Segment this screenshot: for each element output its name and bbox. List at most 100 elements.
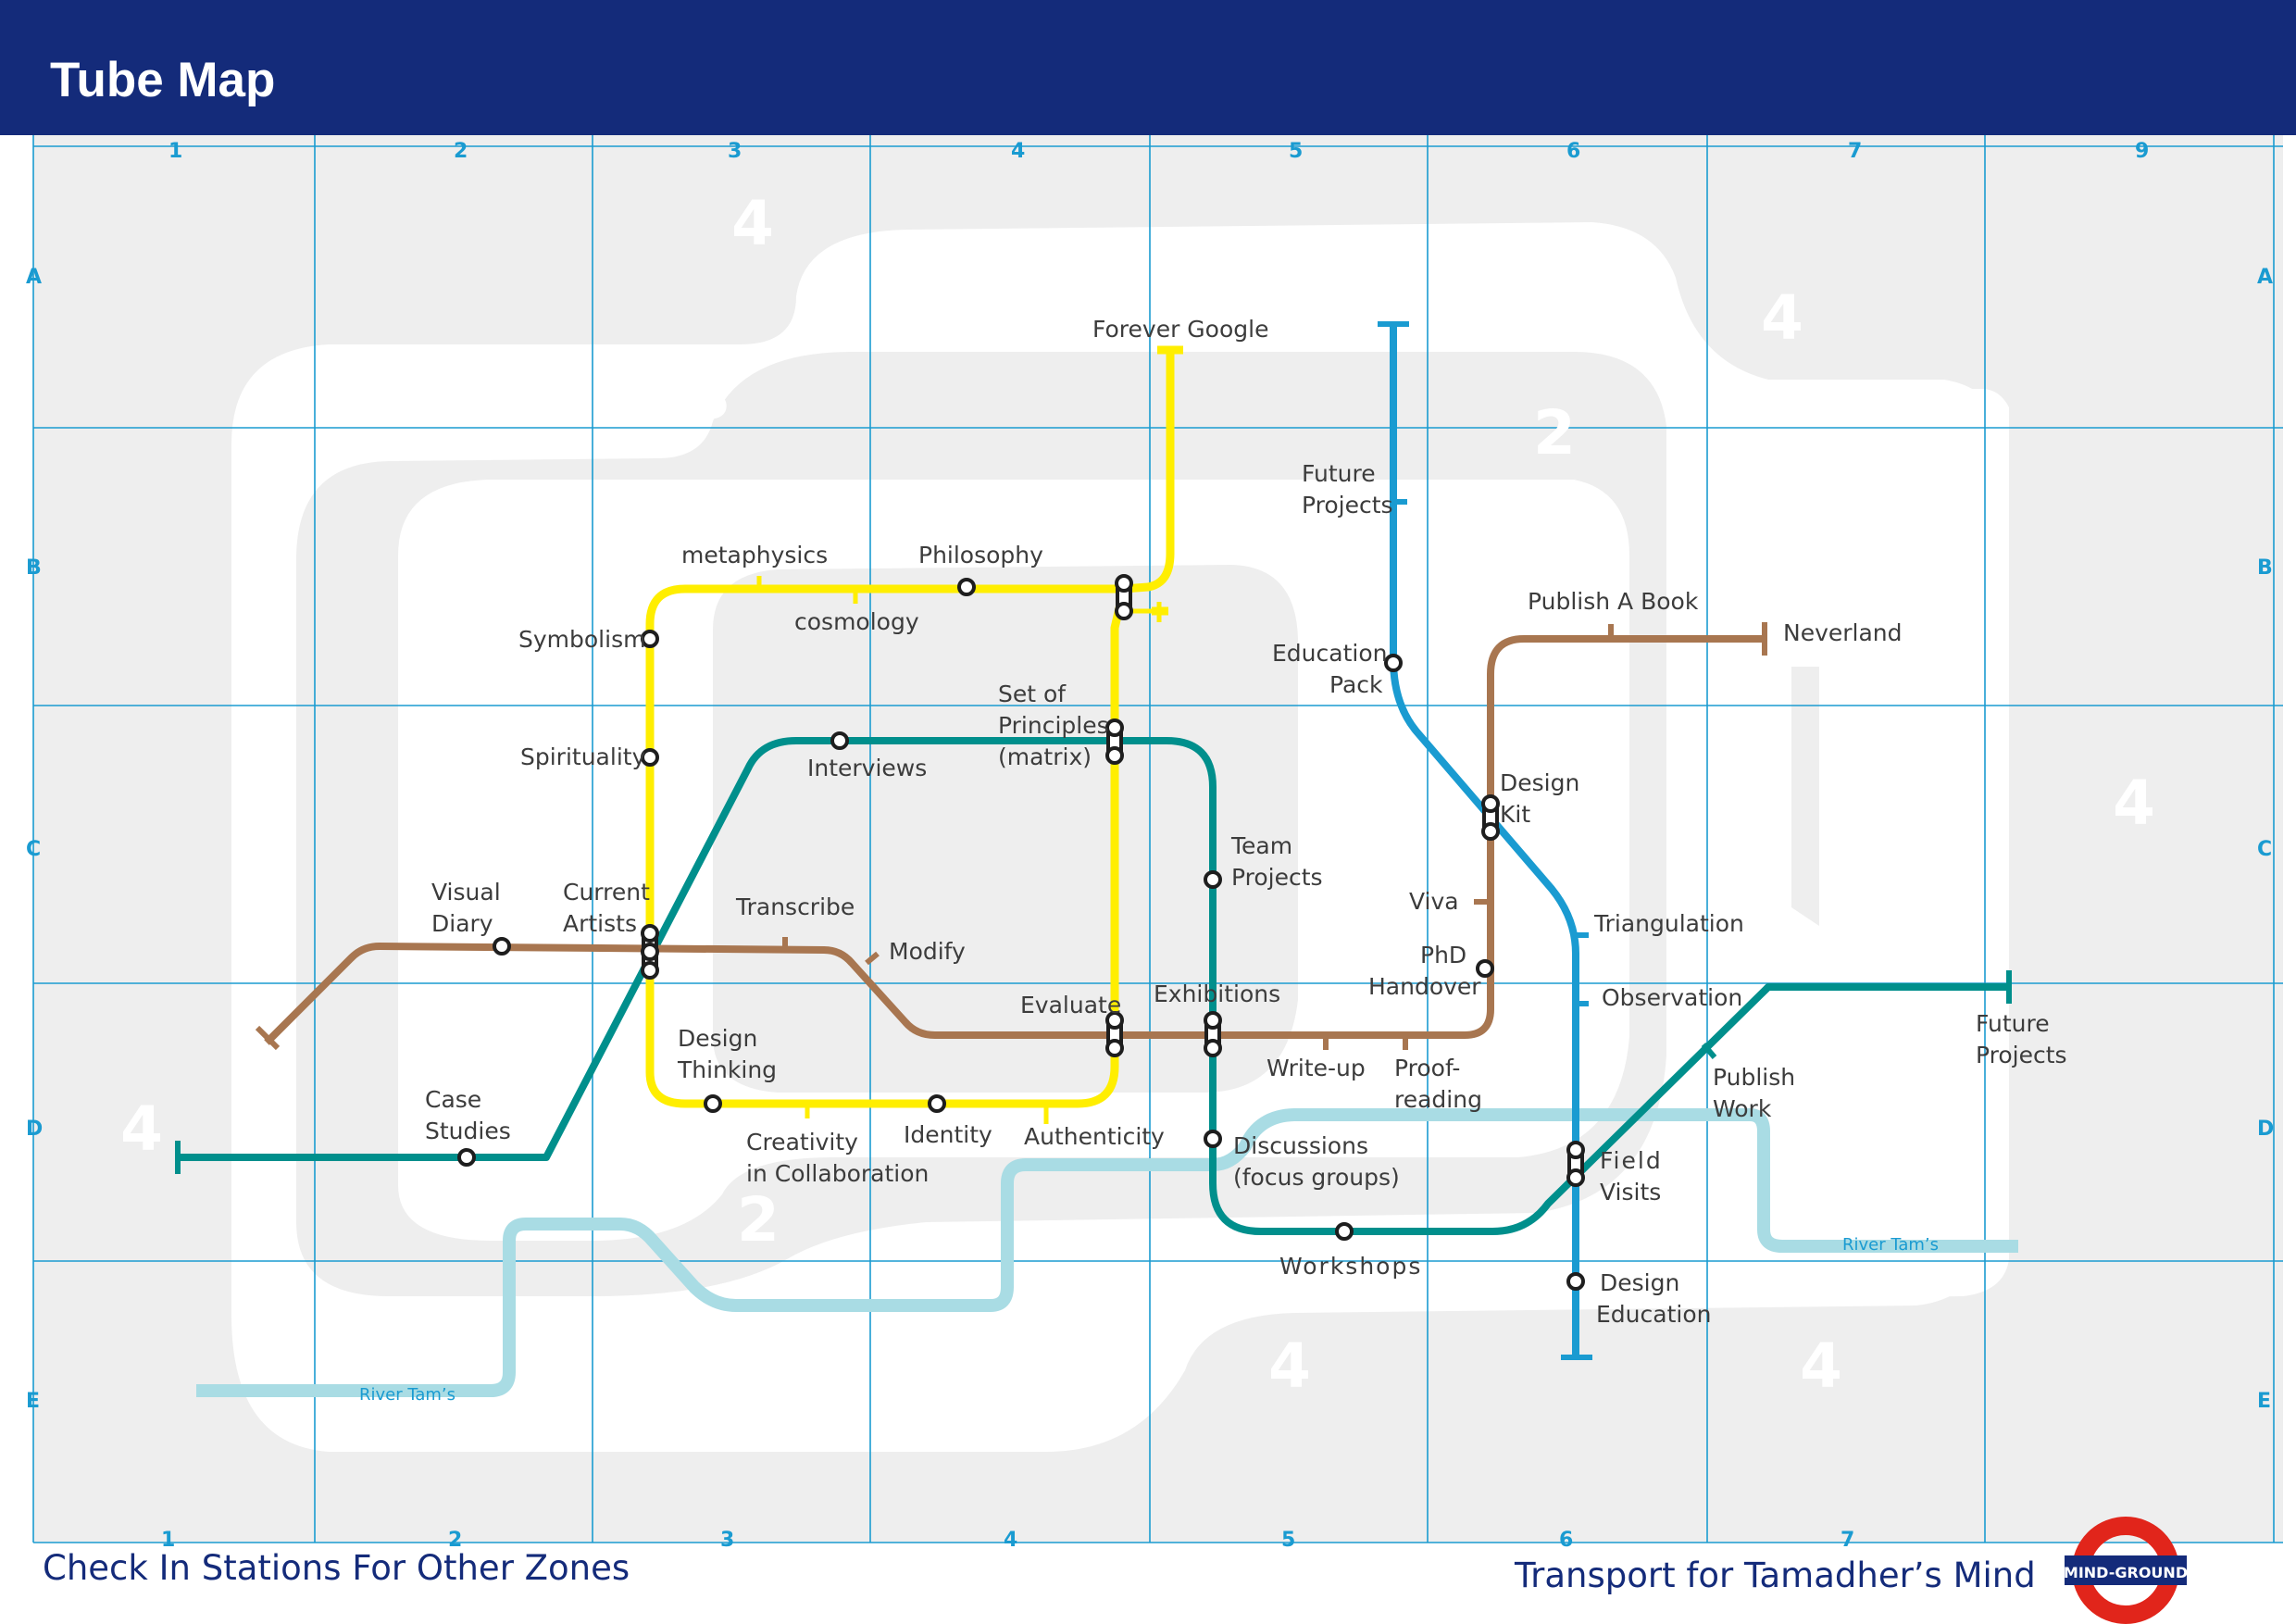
label-philosophy: Philosophy xyxy=(918,542,1043,568)
grid-row-label: E xyxy=(2257,1390,2271,1413)
label-in-collaboration: in Collaboration xyxy=(746,1160,929,1187)
station-philosophy[interactable] xyxy=(957,578,976,596)
zone-number: 3 xyxy=(1820,429,1863,500)
station-design-thinking[interactable] xyxy=(704,1094,722,1113)
label-pack: Pack xyxy=(1329,671,1383,698)
station-labels: Forever Google metaphysics Philosophy co… xyxy=(425,316,2067,1328)
station-spirituality[interactable] xyxy=(641,748,659,767)
label-symbolism: Symbolism xyxy=(518,626,645,653)
zone-number: 3 xyxy=(689,362,731,433)
label-reading: reading xyxy=(1394,1086,1482,1113)
zone-number: 3 xyxy=(1044,1351,1087,1422)
label-principles: Principles xyxy=(998,712,1109,739)
label-studies: Studies xyxy=(425,1118,511,1144)
zone-number: 2 xyxy=(1533,397,1576,468)
line-brown-ends xyxy=(255,622,1767,1051)
grid-row-label: B xyxy=(2257,556,2273,580)
grid-column-label: 6 xyxy=(1566,140,1580,163)
label-matrix: (matrix) xyxy=(998,743,1092,770)
station-team-projects[interactable] xyxy=(1204,870,1222,889)
grid-column-label: 1 xyxy=(161,1529,175,1552)
label-visits: Visits xyxy=(1600,1179,1661,1206)
line-blue xyxy=(1390,324,1579,1357)
label-proof: Proof- xyxy=(1394,1055,1460,1081)
station-visual-diary[interactable] xyxy=(493,937,511,956)
line-teal-ends xyxy=(175,970,2012,1174)
zone-number: 3 xyxy=(243,647,285,718)
grid-column-label: 5 xyxy=(1289,140,1303,163)
interchange-set-of-principles[interactable] xyxy=(1105,718,1124,765)
station-identity[interactable] xyxy=(928,1094,946,1113)
grid-column-label: 4 xyxy=(1004,1529,1017,1552)
label-future-projects: Projects xyxy=(1302,492,1393,518)
interchange-forever-google-junction[interactable] xyxy=(1115,574,1133,620)
label-handover: Handover xyxy=(1368,973,1481,1000)
header-bar: Tube Map xyxy=(0,0,2296,135)
label-spirituality: Spirituality xyxy=(520,743,646,770)
zone-arrow-head xyxy=(1791,667,1819,926)
zone-number: 2 xyxy=(593,479,635,550)
label-future-right: Future xyxy=(1976,1010,2050,1037)
logo-text: MIND-GROUND xyxy=(2064,1564,2188,1581)
zone-number: 4 xyxy=(1800,1330,1842,1402)
station-education-pack[interactable] xyxy=(1384,654,1403,672)
label-cosmology: cosmology xyxy=(794,608,919,635)
label-publish-a-book: Publish A Book xyxy=(1528,588,1699,615)
station-interviews[interactable] xyxy=(830,731,849,750)
label-workshops: Workshops xyxy=(1279,1253,1422,1280)
stations xyxy=(457,578,1585,1291)
grid-column-label: 2 xyxy=(448,1529,462,1552)
label-field: Field xyxy=(1600,1147,1663,1174)
interchange-evaluate[interactable] xyxy=(1105,1011,1124,1057)
grid-row-label: D xyxy=(26,1118,43,1141)
grid-row-label: B xyxy=(26,556,42,580)
interchange-design-kit[interactable] xyxy=(1481,794,1500,841)
river-label-west: River Tam’s xyxy=(359,1385,455,1405)
label-interviews: Interviews xyxy=(807,755,927,781)
line-blue-ends xyxy=(1378,321,1592,1360)
grid-row-label: D xyxy=(2257,1118,2274,1141)
label-design-education-1: Design xyxy=(1600,1269,1679,1296)
river-tams-west xyxy=(196,1108,2018,1397)
label-identity: Identity xyxy=(904,1121,992,1148)
label-artists: Artists xyxy=(563,910,637,937)
zone-number: 2 xyxy=(413,732,455,804)
interchange-exhibitions[interactable] xyxy=(1204,1011,1222,1057)
zone-number: 4 xyxy=(731,188,774,259)
zone-number: 4 xyxy=(1268,1330,1311,1402)
label-set-of: Set of xyxy=(998,681,1067,707)
station-phd-handover[interactable] xyxy=(1476,959,1494,978)
station-symbolism[interactable] xyxy=(641,630,659,648)
interchange-field-visits[interactable] xyxy=(1566,1141,1585,1187)
label-phd: PhD xyxy=(1420,942,1466,968)
label-exhibitions: Exhibitions xyxy=(1154,981,1280,1007)
label-triangulation: Triangulation xyxy=(1593,910,1744,937)
label-forever-google: Forever Google xyxy=(1092,316,1268,343)
label-modify: Modify xyxy=(889,938,966,965)
zone-arrow xyxy=(1574,389,2009,1301)
label-focus-groups: (focus groups) xyxy=(1233,1164,1400,1191)
label-design-kit-1: Design xyxy=(1500,769,1579,796)
grid-column-label: 9 xyxy=(2135,140,2149,163)
line-teal xyxy=(176,737,2009,1235)
station-workshops[interactable] xyxy=(1335,1222,1354,1241)
grid-row-label: C xyxy=(26,838,41,861)
grid-column-label: 3 xyxy=(728,140,742,163)
label-future: Future xyxy=(1302,460,1376,487)
interchange-current-artists[interactable] xyxy=(641,924,659,980)
label-team: Team xyxy=(1230,832,1292,859)
footer-note: Check In Stations For Other Zones xyxy=(43,1548,630,1588)
station-case-studies[interactable] xyxy=(457,1148,476,1167)
mind-ground-logo: MIND-GROUND xyxy=(2064,1517,2188,1624)
zone-number: 2 xyxy=(737,1184,780,1255)
zone-number: 2 xyxy=(1500,1045,1542,1117)
grid-column-label: 3 xyxy=(720,1529,734,1552)
station-discussions[interactable] xyxy=(1204,1130,1222,1148)
label-projects-right: Projects xyxy=(1976,1042,2067,1068)
label-projects: Projects xyxy=(1231,864,1323,891)
label-education: Education xyxy=(1272,640,1387,667)
grid-row-label: C xyxy=(2257,838,2272,861)
station-design-education[interactable] xyxy=(1566,1272,1585,1291)
